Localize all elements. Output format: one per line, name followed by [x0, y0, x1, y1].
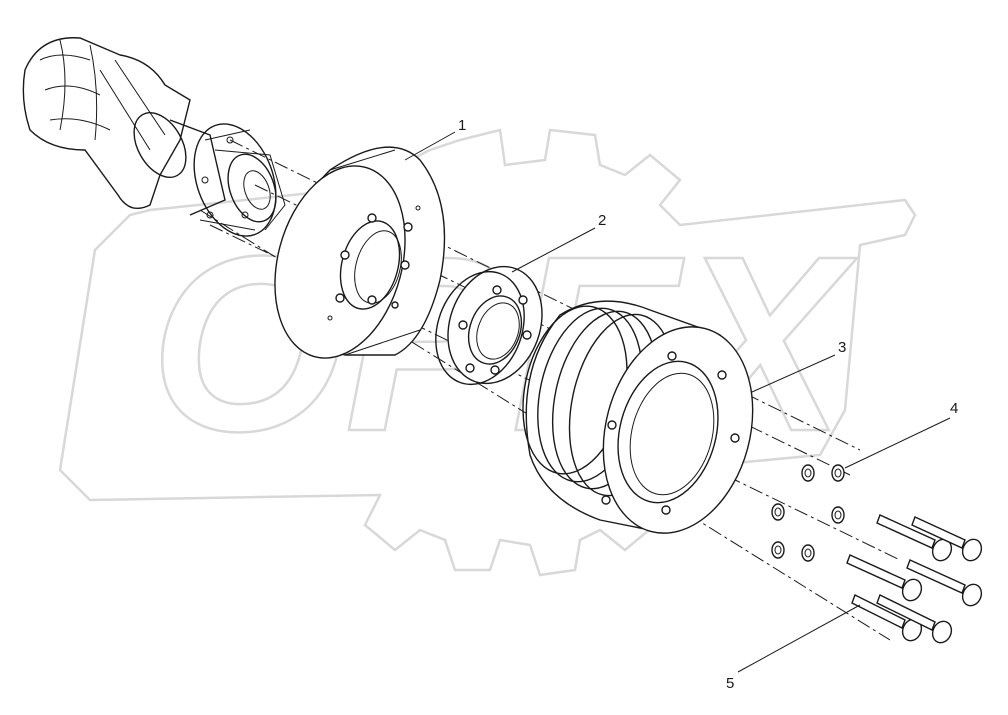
callout-5: 5	[726, 675, 734, 692]
bolt	[911, 516, 983, 562]
bolt	[846, 554, 923, 602]
crankshaft-shaft	[22, 37, 286, 237]
bolt	[906, 559, 983, 607]
callout-1: 1	[458, 117, 466, 134]
bolts	[846, 514, 983, 644]
adapter-ring	[435, 265, 543, 386]
bolt	[876, 594, 953, 644]
washers	[771, 464, 845, 562]
callout-3: 3	[838, 339, 846, 356]
leader-lines	[404, 131, 951, 673]
callout-4: 4	[950, 400, 958, 417]
damper-disc	[274, 146, 446, 359]
bolt	[851, 594, 923, 642]
callout-2: 2	[598, 212, 606, 229]
pulley	[522, 300, 754, 534]
